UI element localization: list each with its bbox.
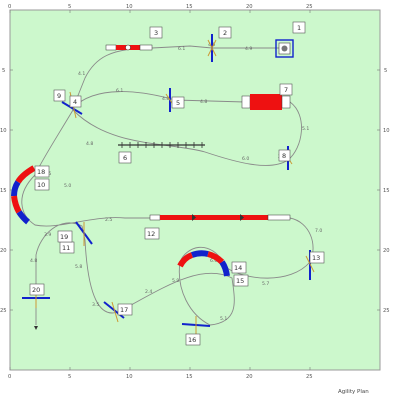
distance-label: 5.1 [302,126,309,132]
obstacle-6-weave-poles[interactable] [118,142,205,148]
distance-label: 4.8 [200,99,207,105]
obstacle-12-dogwalk[interactable] [149,214,291,221]
x-top-label: 20 [246,4,253,10]
distance-label: 5.9 [172,278,179,284]
obstacle-2-jump[interactable] [207,34,217,62]
distance-label: 4.1 [78,71,85,77]
distance-label: 5.1 [220,316,227,322]
y-left-label: 10 [0,128,7,134]
distance-label: 6.1 [178,46,185,52]
field-background [9,9,381,371]
axis-labels-left: 5 10 15 20 25 [0,68,7,314]
axis-ticks [9,10,380,370]
distance-label: 2.5 [105,217,112,223]
y-right-label: 5 [384,68,387,74]
distance-label: 5.8 [75,264,82,270]
y-right-label: 10 [383,128,390,134]
obstacle-1-box[interactable] [275,39,294,58]
distance-label: 4.9 [245,46,252,52]
distance-label: 3.9 [44,232,51,238]
obstacle-number: 17 [120,306,128,314]
x-bottom-label: 25 [306,374,313,380]
obstacle-number: 18 [37,168,45,176]
axis-labels-bottom: 0 5 10 15 20 25 [8,374,313,380]
obstacle-number: 8 [282,152,286,160]
obstacle-3-dogwalk[interactable] [105,44,153,51]
obstacle-11-jump[interactable] [75,221,93,246]
obstacle-number: 15 [236,277,244,285]
number-labels: 1 2 3 4 5 6 7 8 9 10 11 12 13 14 15 16 1… [32,24,320,344]
distance-label: 6.1 [116,88,123,94]
obstacle-number: 5 [176,99,180,107]
obstacle-7-tunnel[interactable] [241,94,291,110]
obstacle-number: 16 [188,336,196,344]
y-right-label: 15 [383,188,390,194]
obstacle-number: 3 [154,29,158,37]
obstacle-number: 14 [234,264,242,272]
obstacle-14-tunnel[interactable] [177,250,230,277]
distance-label: 6.0 [242,156,249,162]
obstacle-number: 11 [62,244,70,252]
obstacle-number: 6 [123,154,127,162]
x-top-label: 25 [306,4,313,10]
obstacle-number: 2 [223,29,227,37]
obstacle-number: 20 [32,286,40,294]
distance-label: 3.5 [92,302,99,308]
distance-label: 2.4 [145,289,152,295]
x-top-label: 15 [186,4,193,10]
x-top-label: 5 [68,4,71,10]
obstacle-number: 1 [297,24,301,32]
x-bottom-label: 10 [126,374,133,380]
y-right-label: 20 [383,248,390,254]
distance-label: 7.0 [315,228,322,234]
y-left-label: 15 [0,188,7,194]
y-right-label: 25 [383,308,390,314]
obstacle-10-tunnel[interactable] [11,165,36,225]
obstacle-number: 4 [73,98,77,106]
x-top-label: 0 [8,4,11,10]
obstacle-number: 19 [60,233,68,241]
obstacle-number: 7 [284,86,288,94]
number-boxes [29,21,325,346]
distance-label: 4.8 [162,96,169,102]
x-top-label: 10 [126,4,133,10]
y-left-label: 20 [0,248,7,254]
handler-path [21,45,314,326]
obstacle-number: 10 [37,181,45,189]
obstacle-17-jump[interactable] [103,301,125,323]
distance-label: 6.0 [210,258,217,264]
obstacle-number: 9 [57,92,61,100]
x-bottom-label: 5 [68,374,71,380]
axis-labels-right: 5 10 15 20 25 [383,68,390,314]
y-left-label: 25 [0,308,7,314]
x-bottom-label: 20 [246,374,253,380]
obstacle-number: 12 [147,230,155,238]
distance-label: 5.0 [64,183,71,189]
obstacle-number: 13 [312,254,320,262]
obstacle-16-jump[interactable] [181,316,211,334]
axis-labels-top: 0 5 10 15 20 25 [8,4,313,10]
distance-label: 5.7 [262,281,269,287]
distance-label: 4.8 [86,141,93,147]
x-bottom-label: 0 [8,374,11,380]
x-bottom-label: 15 [186,374,193,380]
distance-label: 4.8 [30,258,37,264]
y-left-label: 5 [2,68,5,74]
footer-caption: Agility Plan [338,389,369,395]
